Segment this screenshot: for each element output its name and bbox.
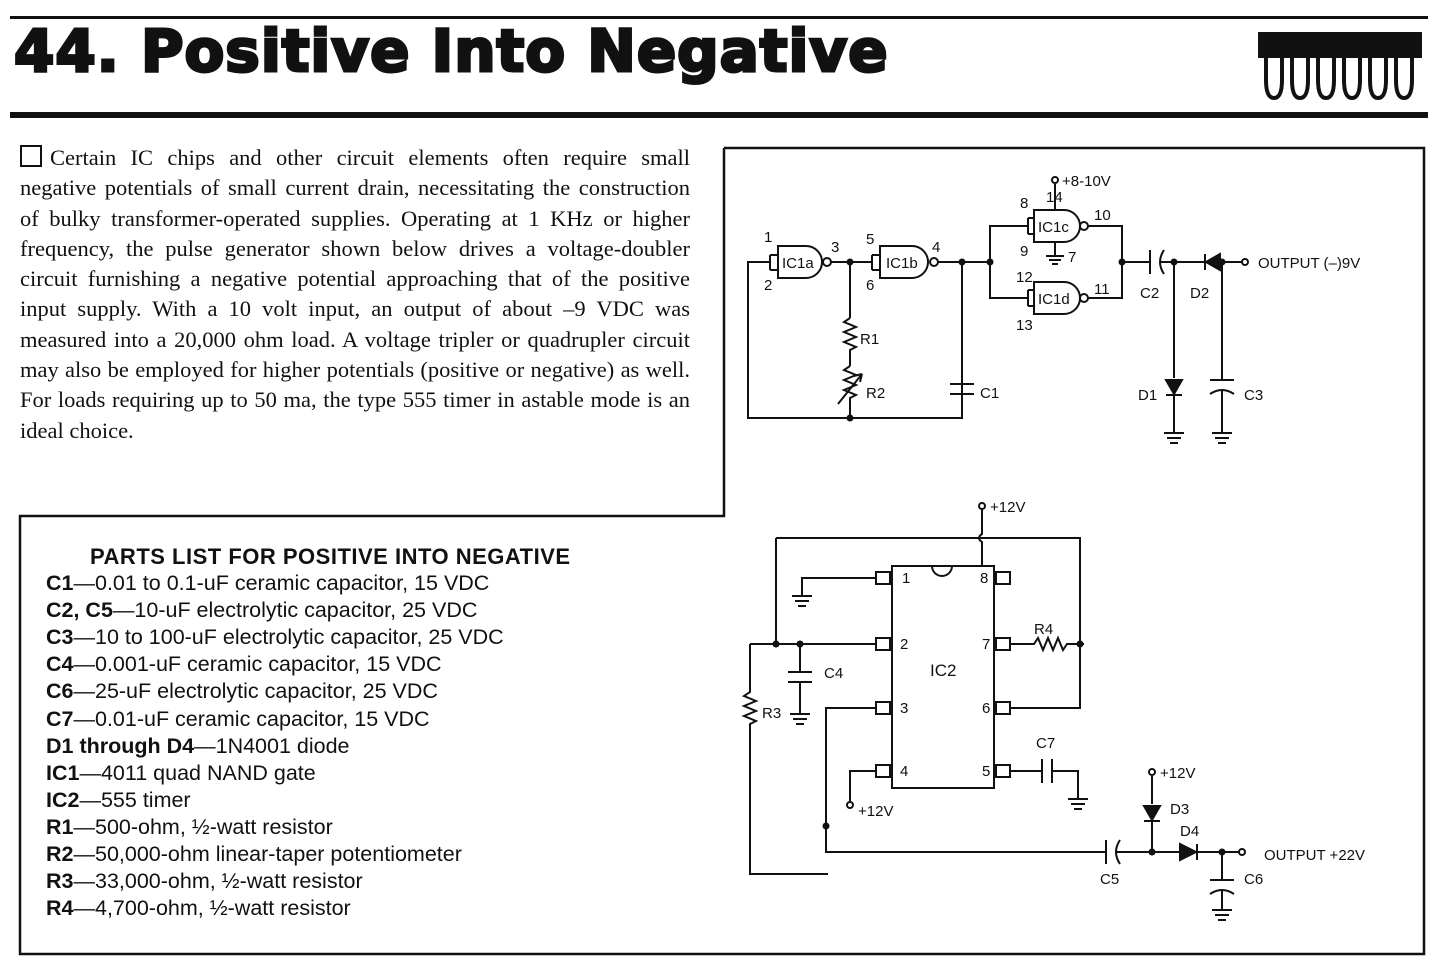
schematic-negative-labels: 1 2 3 5 6 4 8 9 10 14 7 12 13 11 IC1a IC… (764, 173, 1360, 404)
supply-label: +12V (990, 499, 1025, 516)
output-label: OUTPUT (–)9V (1258, 255, 1360, 272)
list-item: R4—4,700-ohm, ½-watt resistor (46, 896, 351, 921)
component-label: D3 (1170, 801, 1189, 818)
list-item: C2, C5—10-uF electrolytic capacitor, 25 … (46, 598, 478, 623)
component-label: R1 (860, 331, 879, 348)
component-label: D2 (1190, 285, 1209, 302)
pin-label: 14 (1046, 189, 1063, 206)
ic-chip-icon (1258, 32, 1422, 101)
component-label: C5 (1100, 871, 1119, 888)
pin-label: 8 (980, 570, 988, 587)
schematic-positive (741, 502, 1246, 921)
gate-label: IC1c (1038, 219, 1069, 236)
list-item: C7—0.01-uF ceramic capacitor, 15 VDC (46, 706, 430, 731)
pin-label: 12 (1016, 269, 1033, 286)
pin-label: 5 (982, 763, 990, 780)
pin-label: 7 (982, 636, 990, 653)
list-item: R2—50,000-ohm linear-taper potentiometer (46, 842, 462, 867)
gate-label: IC1d (1038, 291, 1070, 308)
supply-label: +8-10V (1062, 173, 1111, 190)
list-item: D1 through D4—1N4001 diode (46, 733, 350, 758)
pin-label: 11 (1094, 281, 1110, 298)
list-item: C1—0.01 to 0.1-uF ceramic capacitor, 15 … (46, 571, 490, 596)
supply-label: +12V (1160, 765, 1195, 782)
parts-heading: PARTS LIST FOR POSITIVE INTO NEGATIVE (90, 544, 571, 569)
component-label: C4 (824, 665, 843, 682)
title-rule-bottom (10, 112, 1428, 118)
component-label: C3 (1244, 387, 1263, 404)
gate-label: IC1a (782, 255, 814, 272)
parts-list: PARTS LIST FOR POSITIVE INTO NEGATIVE C1… (46, 543, 706, 922)
pin-label: 8 (1020, 195, 1028, 212)
schematic-positive-labels: 1 2 3 4 8 7 6 5 IC2 +12V +12V +12V OUTPU… (762, 499, 1365, 888)
list-item: IC2—555 timer (46, 787, 191, 812)
intro-paragraph: Certain IC chips and other circuit eleme… (20, 143, 690, 446)
schematic-negative (747, 176, 1249, 444)
pin-label: 2 (764, 277, 772, 294)
component-label: C6 (1244, 871, 1263, 888)
intro-text: Certain IC chips and other circuit eleme… (20, 145, 690, 443)
pin-label: 4 (900, 763, 908, 780)
pin-label: 2 (900, 636, 908, 653)
list-item: R1—500-ohm, ½-watt resistor (46, 814, 333, 839)
pin-label: 1 (764, 229, 772, 246)
pin-label: 4 (932, 239, 940, 256)
pin-label: 5 (866, 231, 874, 248)
list-item: C3—10 to 100-uF electrolytic capacitor, … (46, 625, 504, 650)
pin-label: 3 (831, 239, 839, 256)
component-label: C2 (1140, 285, 1159, 302)
component-label: R2 (866, 385, 885, 402)
component-label: R3 (762, 705, 781, 722)
pin-label: 6 (982, 700, 990, 717)
pin-label: 9 (1020, 243, 1028, 260)
title-rule-top (10, 16, 1428, 19)
component-label: D1 (1138, 387, 1157, 404)
supply-label: +12V (858, 803, 893, 820)
pin-label: 6 (866, 277, 874, 294)
component-label: C7 (1036, 735, 1055, 752)
output-label: OUTPUT +22V (1264, 847, 1365, 864)
component-label: R4 (1034, 621, 1053, 638)
pin-label: 7 (1068, 249, 1076, 266)
pin-label: 10 (1094, 207, 1111, 224)
list-item: R3—33,000-ohm, ½-watt resistor (46, 869, 363, 894)
pin-label: 13 (1016, 317, 1033, 334)
list-item: C4—0.001-uF ceramic capacitor, 15 VDC (46, 652, 442, 677)
checkbox-icon (20, 145, 42, 167)
component-label: D4 (1180, 823, 1199, 840)
gate-label: IC1b (886, 255, 918, 272)
list-item: IC1—4011 quad NAND gate (46, 760, 316, 785)
list-item: C6—25-uF electrolytic capacitor, 25 VDC (46, 679, 438, 704)
schematic-positive-dots (772, 258, 1226, 856)
pin-label: 1 (902, 570, 910, 587)
pin-label: 3 (900, 700, 908, 717)
component-label: C1 (980, 385, 999, 402)
page-title: 44. Positive Into Negative (13, 17, 890, 85)
ic-label: IC2 (930, 661, 956, 680)
